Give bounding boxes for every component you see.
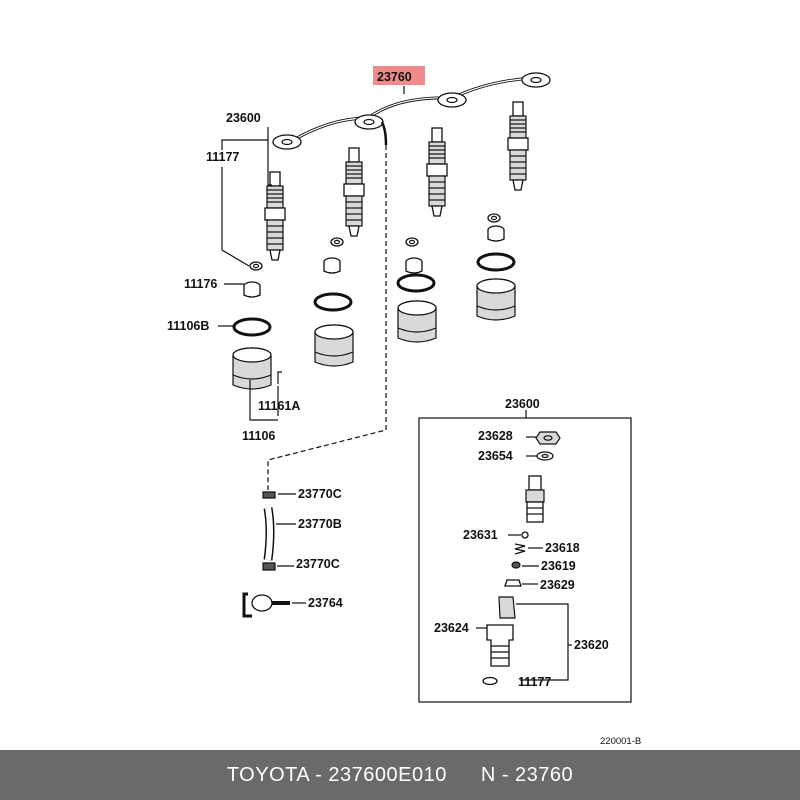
injector-3: [426, 127, 448, 217]
callout-11177-box[interactable]: 11177: [518, 675, 551, 689]
injector-2: [343, 147, 365, 237]
callout-23760[interactable]: 23760: [377, 70, 412, 84]
callout-23620[interactable]: 23620: [574, 638, 609, 652]
parts-diagram: 23760 23600 11177 11176 11106B 11161A 11…: [167, 66, 641, 747]
callout-23770C-b[interactable]: 23770C: [296, 557, 340, 571]
hose-assembly: [242, 491, 290, 618]
callout-23600-box[interactable]: 23600: [505, 397, 540, 411]
drawing-ref: 220001-B: [600, 736, 641, 747]
highlight-23760: [373, 66, 425, 85]
callout-11106[interactable]: 11106: [242, 429, 275, 443]
callout-23619[interactable]: 23619: [541, 559, 576, 573]
callout-11176[interactable]: 11176: [184, 277, 217, 291]
callout-11177-top[interactable]: 11177: [206, 150, 239, 164]
callout-11106B[interactable]: 11106B: [167, 319, 209, 333]
callout-23629[interactable]: 23629: [540, 578, 575, 592]
detail-box-23600: [418, 417, 632, 703]
leakage-pipe-23760: [272, 72, 551, 150]
callout-23770C-a[interactable]: 23770C: [298, 487, 342, 501]
callout-23628[interactable]: 23628: [478, 429, 513, 443]
footer-part-number: TOYOTA - 237600E010: [226, 763, 447, 786]
callout-23600-top[interactable]: 23600: [226, 111, 261, 125]
injector-exploded-parts: [482, 431, 561, 686]
callout-23631[interactable]: 23631: [463, 528, 498, 542]
callout-23624[interactable]: 23624: [434, 621, 469, 635]
callout-23654[interactable]: 23654: [478, 449, 513, 463]
footer-diagram-number: N - 23760: [480, 763, 574, 786]
callout-23770B[interactable]: 23770B: [298, 517, 342, 531]
callout-11161A[interactable]: 11161A: [258, 399, 300, 413]
callout-23618[interactable]: 23618: [545, 541, 580, 555]
footer-bar: TOYOTA - 237600E010 N - 23760: [0, 750, 800, 800]
injector-4: [507, 101, 529, 191]
callout-23764[interactable]: 23764: [308, 596, 343, 610]
